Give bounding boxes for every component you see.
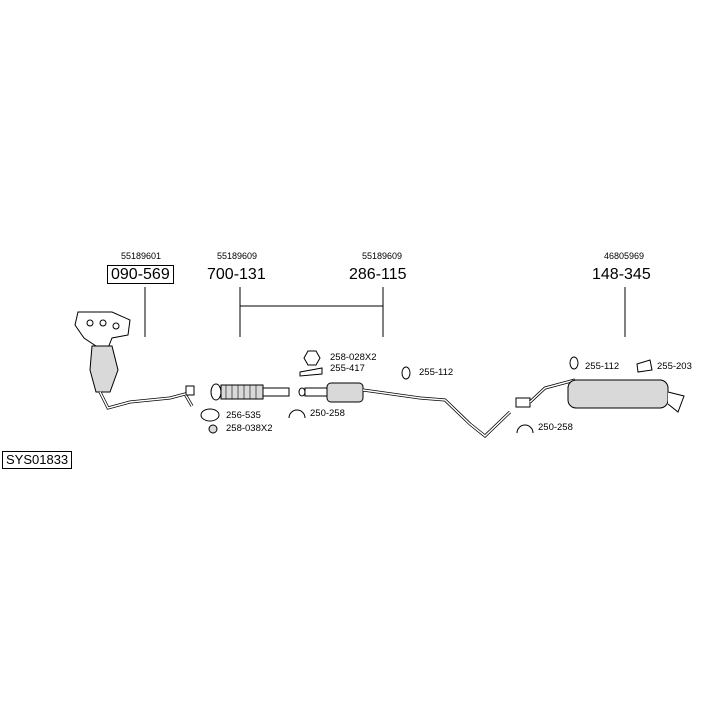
leader-lines	[144, 287, 626, 337]
part-number-rear[interactable]: 148-345	[592, 266, 651, 283]
clamp-icon	[288, 409, 306, 419]
accessory-nut-center[interactable]: 258-028X2	[330, 352, 377, 363]
part-number-center[interactable]: 286-115	[349, 266, 407, 283]
clamp-icon	[516, 424, 534, 434]
accessory-bracket-rear[interactable]: 255-203	[657, 361, 692, 372]
oe-number-front-pipe: 55189609	[217, 251, 258, 261]
front-pipe-part	[210, 383, 290, 401]
accessory-rubber-rear[interactable]: 255-112	[585, 361, 620, 372]
bracket-icon	[636, 359, 653, 373]
accessory-gasket-front[interactable]: 256-535	[226, 410, 261, 421]
rubber-icon	[569, 356, 579, 370]
gasket-icon	[200, 408, 220, 422]
accessory-clamp-rear[interactable]: 250-258	[538, 422, 573, 433]
accessory-nut-front[interactable]: 258-038X2	[226, 423, 273, 434]
rear-part	[528, 378, 685, 413]
oe-number-center: 55189609	[362, 251, 403, 261]
accessory-rubber-center[interactable]: 255-112	[419, 367, 454, 378]
accessory-icons	[200, 350, 653, 434]
nut-icon	[303, 350, 321, 366]
part-number-manifold[interactable]: 090-569	[107, 265, 174, 284]
nut-icon	[208, 424, 218, 434]
center-part	[298, 382, 531, 438]
oe-number-rear: 46805969	[604, 251, 645, 261]
manifold-part	[74, 311, 195, 410]
bolt-icon	[299, 367, 323, 377]
oe-number-manifold: 55189601	[121, 251, 162, 261]
rubber-icon	[401, 366, 411, 380]
part-number-front-pipe[interactable]: 700-131	[207, 266, 266, 283]
system-code-label: SYS01833	[2, 451, 73, 469]
accessory-clamp-center[interactable]: 250-258	[310, 408, 345, 419]
accessory-bolt-center[interactable]: 255-417	[330, 363, 365, 374]
